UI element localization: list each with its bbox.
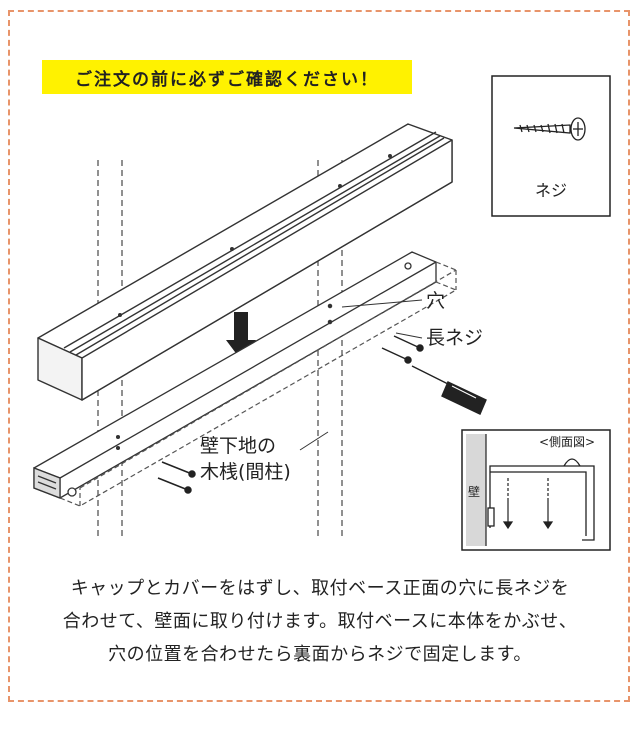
hole-leader [341, 299, 423, 308]
side-view-wall-label: 壁 [468, 484, 480, 499]
wall-hatch [466, 434, 486, 546]
notice-text: ご注文の前に必ずご確認ください！ [75, 69, 379, 90]
screwdriver-icon [411, 365, 487, 415]
mounting-base [33, 251, 437, 499]
long-screw-icon [157, 335, 424, 494]
wall-base-leader [299, 431, 329, 451]
caption-line-2: 合わせて、壁面に取り付けます。取付ベースに本体をかぶせ、 [62, 611, 578, 632]
side-view-box: <側面図> 壁 [461, 429, 611, 551]
notice-banner: ご注文の前に必ずご確認ください！ [42, 60, 412, 94]
rail-body [37, 123, 453, 401]
caption-line-1: キャップとカバーをはずし、取付ベース正面の穴に長ネジを [70, 578, 570, 599]
label-hole: 穴 [426, 290, 445, 312]
installation-diagram: 穴 長ネジ 壁下地の 木桟(間柱) ネジ <側面図> 壁 [33, 75, 611, 551]
cover-outline [59, 261, 458, 507]
screw-detail-box: ネジ [491, 75, 611, 217]
instruction-caption: キャップとカバーをはずし、取付ベース正面の穴に長ネジを 合わせて、壁面に取り付け… [14, 572, 626, 671]
label-wall-base-1: 壁下地の [200, 435, 276, 457]
dashed-frame [8, 10, 630, 702]
screw-icon [513, 117, 586, 141]
screw-label: ネジ [535, 181, 567, 200]
rail-profile [487, 458, 595, 541]
caption-line-3: 穴の位置を合わせたら裏面からネジで固定します。 [108, 644, 532, 665]
label-long-screw: 長ネジ [426, 327, 483, 349]
side-view-title: <側面図> [539, 435, 595, 449]
label-wall-base-2: 木桟(間柱) [200, 461, 291, 483]
side-view-screws [502, 478, 554, 530]
long-screw-leader [395, 332, 423, 339]
